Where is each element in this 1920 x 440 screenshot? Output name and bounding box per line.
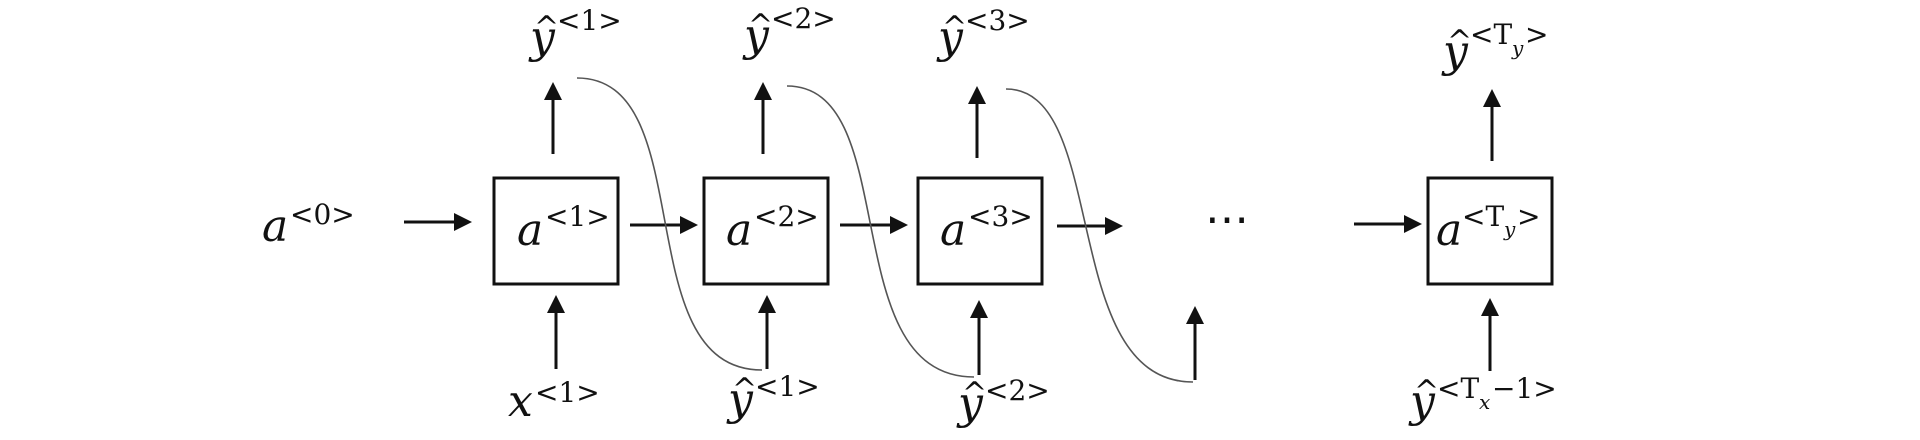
feedback-curve-3 — [1005, 88, 1194, 383]
input-2-base: y — [726, 374, 754, 425]
input-label-3: y ^ <2> — [956, 374, 1050, 429]
cell-1-box — [492, 176, 620, 286]
output-T-hat: ^ — [1447, 24, 1472, 59]
input-2-superscript: <1> — [755, 370, 820, 403]
output-T-superscript-close: > — [1525, 18, 1548, 51]
input-T-base: y — [1408, 376, 1436, 427]
input-T-hat: ^ — [1414, 374, 1439, 409]
input-arrow-1 — [547, 295, 565, 369]
horizontal-arrows — [404, 213, 1422, 235]
output-arrow-T — [1483, 89, 1501, 161]
output-3-base: y — [936, 12, 964, 63]
cell-3-base: a — [940, 205, 966, 256]
input-T-superscript-open: <T — [1437, 372, 1479, 405]
output-T-base: y — [1441, 26, 1469, 77]
rnn-cell-T: a <T y > — [1426, 176, 1554, 286]
cell-T-box — [1426, 176, 1554, 286]
output-2-superscript: <2> — [771, 2, 836, 35]
output-T-superscript-subscript: y — [1511, 36, 1524, 60]
arrow-cell3-to-ellipsis — [1057, 217, 1123, 235]
output-label-3: y ^ <3> — [936, 4, 1030, 63]
input-1-base: x — [508, 376, 533, 427]
rnn-cell-3: a <3> — [916, 176, 1044, 286]
output-arrow-2 — [754, 82, 772, 154]
cell-2-superscript: <2> — [754, 200, 819, 233]
initial-state-label: a <0> — [262, 198, 355, 252]
input-label-T: y ^ <T x −1> — [1408, 372, 1557, 427]
input-T-superscript-tail: −1> — [1492, 372, 1557, 405]
cell-3-superscript: <3> — [968, 200, 1033, 233]
rnn-cell-2: a <2> — [702, 176, 830, 286]
output-arrow-1 — [544, 82, 562, 154]
output-2-hat: ^ — [748, 8, 773, 43]
cell-T-superscript-open: <T — [1462, 200, 1504, 233]
cell-2-base: a — [726, 205, 752, 256]
cell-T-superscript-subscript: y — [1503, 217, 1516, 241]
arrow-cell2-to-cell3 — [840, 216, 908, 234]
feedback-curves — [576, 77, 1194, 383]
cell-2-box — [702, 176, 830, 286]
cell-1-superscript: <1> — [545, 200, 610, 233]
output-1-superscript: <1> — [557, 4, 622, 37]
output-2-base: y — [742, 10, 770, 61]
output-3-hat: ^ — [942, 10, 967, 45]
output-1-hat: ^ — [534, 10, 559, 45]
input-3-base: y — [956, 378, 984, 429]
output-T-superscript-open: <T — [1470, 18, 1512, 51]
input-1-superscript: <1> — [535, 376, 600, 409]
input-arrow-3 — [970, 300, 988, 375]
arrow-cell1-to-cell2 — [630, 216, 698, 234]
output-label-2: y ^ <2> — [742, 2, 836, 61]
initial-state-base: a — [262, 201, 288, 252]
cell-T-superscript-close: > — [1517, 200, 1540, 233]
feedback-curve-1 — [576, 77, 763, 371]
rnn-cell-1: a <1> — [492, 176, 620, 286]
input-label-1: x <1> — [508, 376, 600, 427]
arrow-ellipsis-to-cellT — [1354, 215, 1422, 233]
output-label-T: y ^ <T y > — [1441, 18, 1548, 77]
input-2-hat: ^ — [732, 372, 757, 407]
cell-T-base: a — [1436, 205, 1462, 256]
initial-state-superscript: <0> — [290, 198, 355, 231]
output-label-1: y ^ <1> — [528, 4, 622, 63]
output-arrows — [544, 82, 1501, 161]
input-arrows — [547, 295, 1499, 380]
input-arrow-4 — [1186, 306, 1204, 380]
output-3-superscript: <3> — [965, 4, 1030, 37]
input-arrow-2 — [758, 295, 776, 369]
sequence-ellipsis: ⋯ — [1205, 194, 1249, 245]
output-arrow-3 — [968, 86, 986, 158]
cell-1-base: a — [517, 205, 543, 256]
input-T-superscript-subscript: x — [1479, 390, 1490, 414]
input-3-hat: ^ — [962, 376, 987, 411]
input-arrow-T — [1481, 298, 1499, 371]
feedback-curve-2 — [786, 85, 975, 378]
cell-3-box — [916, 176, 1044, 286]
input-label-2: y ^ <1> — [726, 370, 820, 425]
arrow-a0-to-cell1 — [404, 213, 472, 231]
input-3-superscript: <2> — [985, 374, 1050, 407]
output-1-base: y — [528, 12, 556, 63]
